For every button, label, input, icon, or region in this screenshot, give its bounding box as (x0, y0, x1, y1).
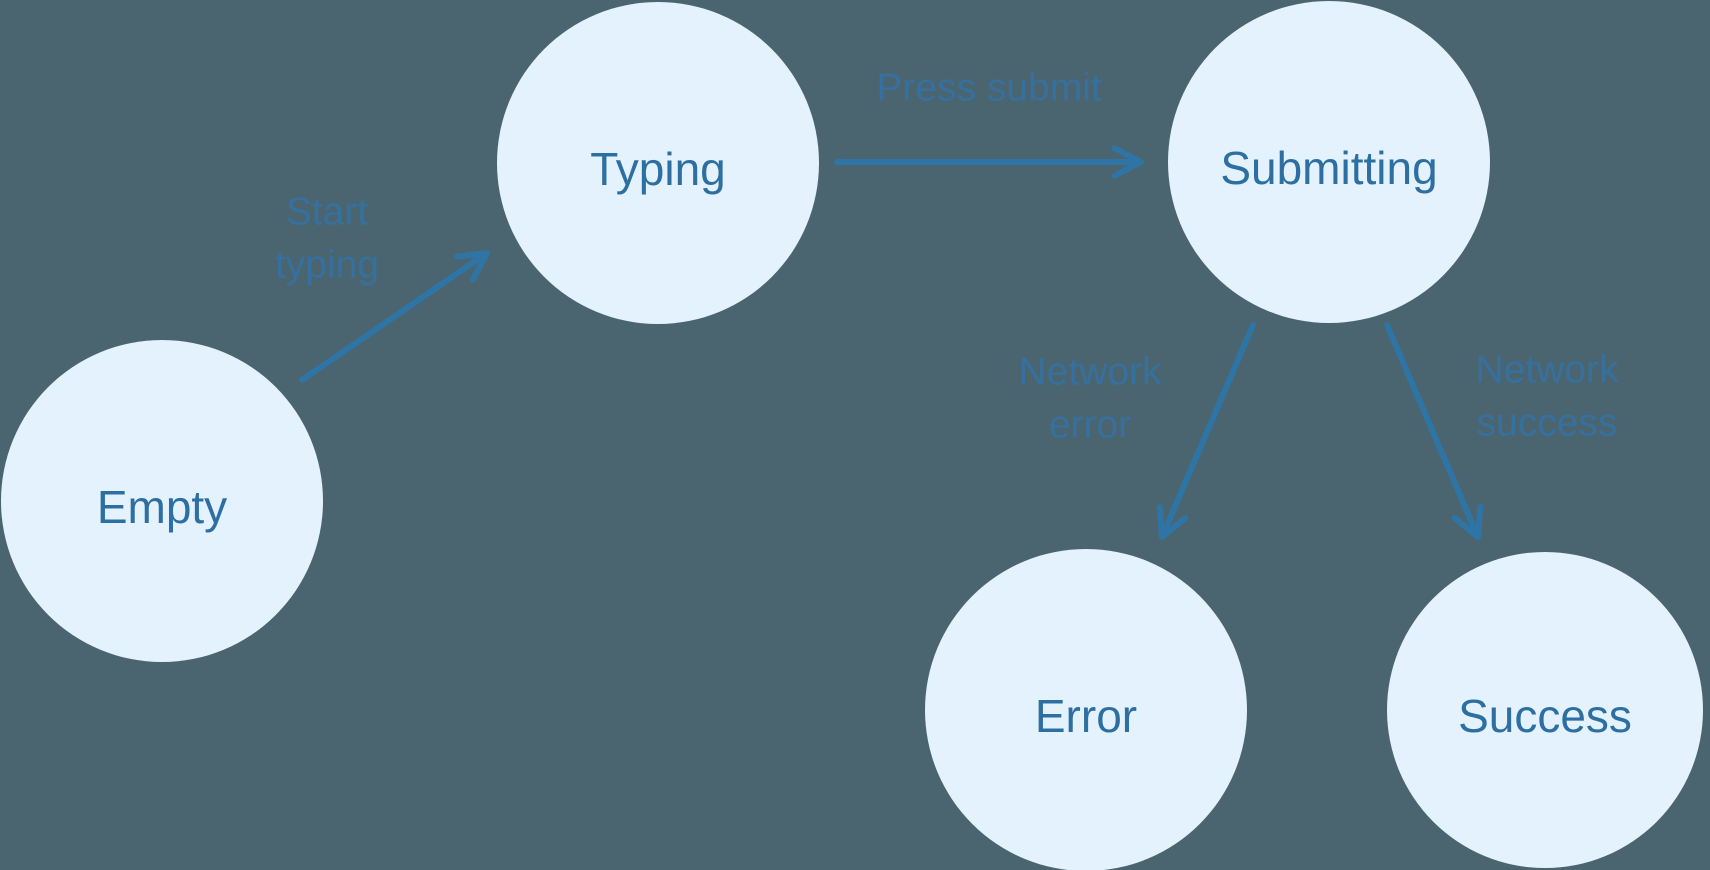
state-node-empty[interactable]: Empty (1, 340, 323, 662)
transition-press-submit: Press submit (834, 67, 1144, 179)
arrowhead-icon (454, 250, 490, 283)
state-label-typing: Typing (590, 143, 726, 195)
state-circle-error[interactable] (925, 549, 1247, 870)
transition-label-network-success: success (1477, 402, 1618, 445)
arrowhead-icon (1451, 504, 1484, 540)
transition-arrow-line (299, 255, 482, 383)
state-node-success[interactable]: Success (1387, 552, 1703, 868)
transition-label-press-submit: Press submit (876, 67, 1102, 110)
transition-arrow-line (1162, 322, 1256, 531)
state-node-error[interactable]: Error (925, 549, 1247, 870)
state-label-success: Success (1458, 690, 1632, 742)
transition-network-success: Network success (1384, 322, 1619, 540)
arrowhead-icon (1111, 145, 1144, 179)
transition-label-network-error: error (1049, 404, 1131, 447)
transition-arrow-line (1384, 322, 1478, 531)
transition-network-error: Network error (1018, 322, 1256, 540)
state-node-submitting[interactable]: Submitting (1168, 1, 1490, 323)
state-circle-success[interactable] (1387, 552, 1703, 868)
state-circle-submitting[interactable] (1168, 1, 1490, 323)
transition-start-typing: Start typing (275, 191, 490, 383)
transition-label-network-success: Network (1475, 349, 1619, 392)
transition-label-start-typing: typing (275, 244, 379, 287)
state-label-error: Error (1035, 690, 1137, 742)
state-circle-empty[interactable] (1, 340, 323, 662)
state-circle-typing[interactable] (497, 2, 819, 324)
transition-label-network-error: Network (1018, 351, 1162, 394)
state-node-typing[interactable]: Typing (497, 2, 819, 324)
transition-label-start-typing: Start (286, 191, 369, 234)
arrowhead-icon (1156, 504, 1189, 540)
state-label-submitting: Submitting (1220, 142, 1437, 194)
state-label-empty: Empty (97, 481, 227, 533)
